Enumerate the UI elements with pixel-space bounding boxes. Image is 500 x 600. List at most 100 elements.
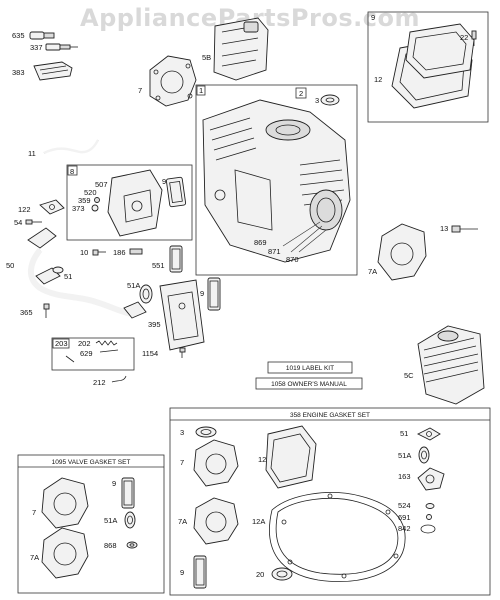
egs-part-691-seal[interactable] (426, 514, 432, 520)
part-11-breather-tube[interactable] (43, 139, 100, 155)
callout-203: 203 (55, 339, 68, 348)
callout-51: 51 (64, 272, 72, 281)
egs-part-7a-head-gasket[interactable] (193, 497, 239, 545)
egs-part-51-gasket[interactable] (416, 427, 441, 441)
part-51a-gasket[interactable] (139, 284, 153, 304)
egs-part-12a-crankcase-gasket[interactable] (269, 492, 406, 582)
egs-part-20-oil-seal[interactable] (271, 567, 293, 581)
egs-callout-12a: 12A (252, 517, 265, 526)
part-337-spark-plug[interactable] (45, 43, 78, 51)
callout-3-top: 3 (315, 96, 319, 105)
callout-11: 11 (28, 149, 36, 158)
callout-186: 186 (113, 248, 126, 257)
part-7a-head-gasket[interactable] (377, 223, 427, 281)
callout-9-mid: 9 (162, 177, 166, 186)
part-202-spring[interactable] (95, 340, 118, 346)
part-365-screw[interactable] (43, 303, 50, 318)
part-212-link[interactable] (111, 375, 127, 383)
part-383-muffler-guard[interactable] (33, 61, 73, 81)
callout-551: 551 (152, 261, 165, 270)
part-12-cover[interactable] (405, 23, 475, 79)
part-7-head-gasket[interactable] (149, 55, 197, 107)
egs-part-842-o-ring[interactable] (420, 524, 436, 534)
callout-359: 359 (78, 196, 91, 205)
egs-part-9-gasket[interactable] (193, 555, 207, 589)
vgs-callout-868: 868 (104, 541, 117, 550)
callout-337: 337 (30, 43, 43, 52)
part-3-oil-seal[interactable] (320, 94, 340, 106)
callout-8-frame (67, 165, 78, 176)
box-valve-gasket-set (17, 454, 165, 594)
callout-12-top-index: 9 (371, 13, 375, 22)
callout-870: 870 (286, 255, 299, 264)
callout-1154: 1154 (142, 349, 158, 358)
part-395-valve-cover[interactable] (159, 279, 205, 351)
part-9-valve-cover-gasket[interactable] (207, 277, 221, 311)
valve-gasket-set-title: 1095 VALVE GASKET SET (52, 459, 131, 466)
callout-22: 22 (460, 33, 468, 42)
egs-callout-7a: 7A (178, 517, 187, 526)
egs-callout-691: 691 (398, 513, 411, 522)
part-54-screw[interactable] (25, 219, 42, 225)
vgs-part-868-seal[interactable] (126, 541, 138, 549)
box-engine-gasket-set (169, 407, 491, 596)
egs-part-3-oil-seal[interactable] (195, 426, 217, 438)
egs-part-51a-gasket[interactable] (418, 446, 430, 464)
callout-1: 1 (199, 86, 203, 95)
callout-635: 635 (12, 31, 25, 40)
callout-5c: 5C (404, 371, 414, 380)
egs-part-12-gasket[interactable] (265, 425, 317, 489)
callout-2-frame (295, 87, 307, 99)
part-5b-cylinder-head[interactable] (213, 17, 269, 81)
label-kit-box (267, 361, 353, 374)
callout-520: 520 (84, 188, 97, 197)
vgs-part-51a-gasket[interactable] (124, 511, 136, 529)
callout-7-top: 7 (138, 86, 142, 95)
box-203-governor-parts (51, 337, 135, 371)
callout-629: 629 (80, 349, 93, 358)
owners-manual-box (255, 377, 363, 390)
part-122-spacer[interactable] (39, 199, 65, 215)
callout-202: 202 (78, 339, 91, 348)
part-50-exhaust-manifold[interactable] (27, 227, 147, 319)
callout-212: 212 (93, 378, 106, 387)
owners-manual-text: 1058 OWNER'S MANUAL (271, 381, 347, 388)
part-13-screw[interactable] (451, 225, 478, 233)
callout-507: 507 (95, 180, 108, 189)
callout-10: 10 (80, 248, 88, 257)
egs-callout-524: 524 (398, 501, 411, 510)
egs-callout-20: 20 (256, 570, 264, 579)
egs-part-163-gasket[interactable] (417, 467, 445, 491)
part-51-gasket[interactable] (52, 266, 64, 274)
egs-callout-12: 12 (258, 455, 266, 464)
part-635-spark-plug[interactable] (29, 31, 55, 40)
vgs-part-7-head-gasket[interactable] (41, 477, 89, 529)
vgs-callout-9: 9 (112, 479, 116, 488)
part-8-breather-cover[interactable] (107, 169, 163, 237)
part-1-cylinder-block[interactable] (202, 99, 351, 263)
egs-part-7-head-gasket[interactable] (193, 439, 239, 487)
part-10-screw[interactable] (92, 249, 106, 256)
engine-gasket-set-title: 358 ENGINE GASKET SET (290, 412, 370, 419)
part-551-gasket[interactable] (169, 245, 183, 273)
callout-51a-mid: 51A (127, 281, 140, 290)
vgs-part-7a-head-gasket[interactable] (41, 527, 89, 579)
callout-869: 869 (254, 238, 267, 247)
callout-395: 395 (148, 320, 161, 329)
part-5c-cylinder-head[interactable] (417, 325, 485, 405)
egs-callout-3: 3 (180, 428, 184, 437)
vgs-part-9-gasket[interactable] (121, 477, 135, 509)
callout-8: 8 (70, 167, 74, 176)
egs-part-524-washer[interactable] (425, 503, 435, 509)
part-629-link[interactable] (65, 349, 119, 363)
callout-2: 2 (299, 89, 303, 98)
part-373-valve[interactable] (91, 204, 99, 212)
part-186-stud[interactable] (129, 248, 143, 255)
part-9-breather-gasket[interactable] (165, 176, 187, 208)
part-1154-screw[interactable] (179, 347, 186, 358)
callout-13: 13 (440, 224, 448, 233)
part-359-screw[interactable] (94, 197, 100, 203)
part-22-screw[interactable] (471, 30, 477, 46)
callout-54: 54 (14, 218, 22, 227)
